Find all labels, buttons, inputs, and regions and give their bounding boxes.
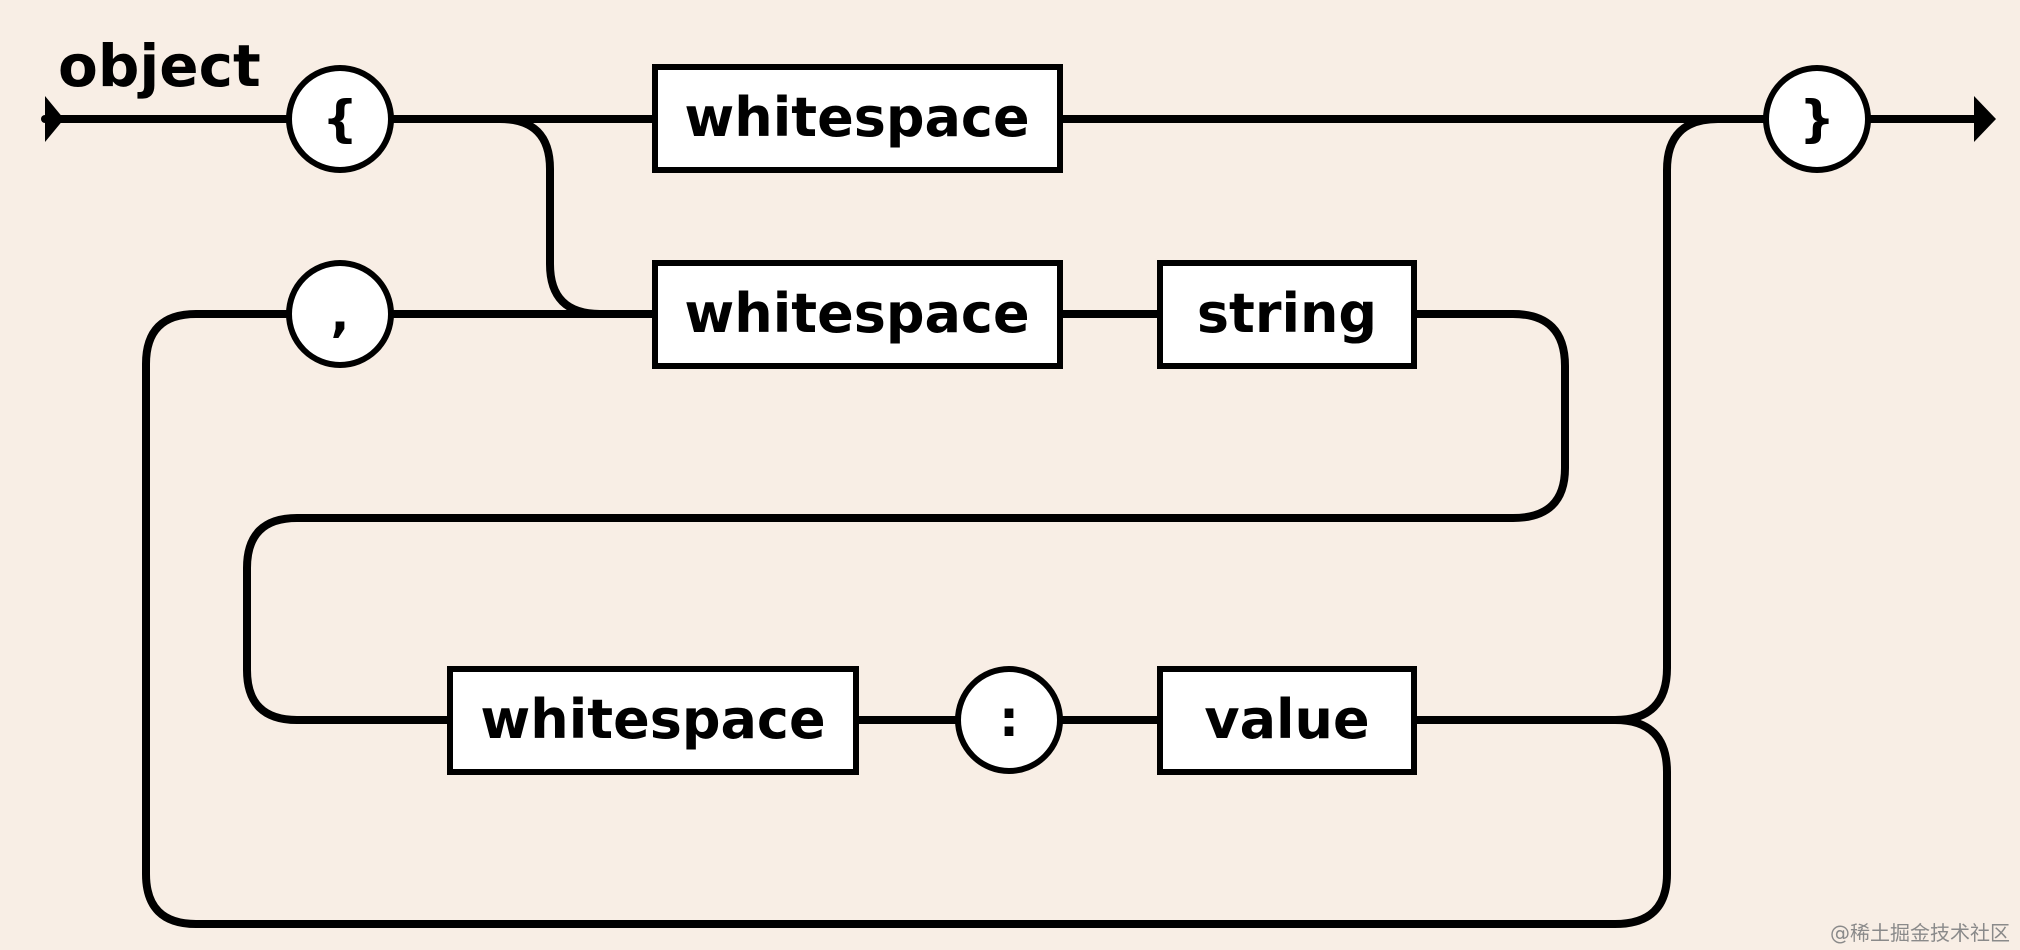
- comma-node: [286, 260, 394, 368]
- close-brace-node: [1763, 65, 1871, 173]
- watermark-text: @稀土掘金技术社区: [1830, 921, 2010, 945]
- string-loop-line: [243, 310, 1569, 724]
- colon-label: :: [999, 690, 1019, 748]
- value-label: value: [1204, 688, 1369, 751]
- value-whitespace-label: whitespace: [480, 688, 825, 751]
- diagram-title: object: [58, 32, 261, 100]
- value-whitespace-node: [447, 666, 859, 775]
- top-whitespace-label: whitespace: [684, 86, 1029, 149]
- open-brace-label: {: [322, 90, 358, 148]
- string-node: [1157, 260, 1417, 369]
- repeat-loop-line: [142, 310, 1671, 928]
- open-brace-node: [286, 65, 394, 173]
- top-whitespace-node: [652, 64, 1063, 173]
- comma-label: ,: [331, 285, 350, 343]
- string-label: string: [1197, 282, 1377, 345]
- member-whitespace-label: whitespace: [684, 282, 1029, 345]
- value-node: [1157, 666, 1417, 775]
- colon-node: [955, 666, 1063, 774]
- exit-arrow: [1974, 96, 1996, 142]
- close-brace-label: }: [1799, 90, 1835, 148]
- member-branch-line: [496, 115, 659, 318]
- member-whitespace-node: [652, 260, 1063, 369]
- value-to-close-line: [1611, 115, 1769, 724]
